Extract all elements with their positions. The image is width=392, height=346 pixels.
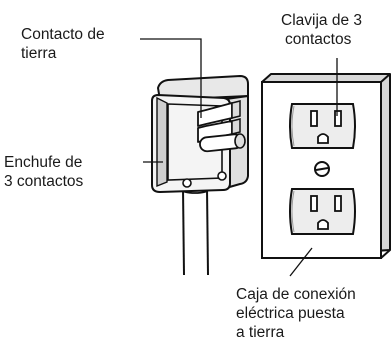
- slot-left: [310, 195, 318, 212]
- slot-left: [310, 110, 318, 127]
- label-contacto-line1: Contacto de: [21, 26, 105, 43]
- three-prong-plug: [151, 75, 249, 193]
- label-contacto-line2: tierra: [21, 45, 57, 62]
- slot-right: [334, 110, 342, 127]
- slot-right: [334, 195, 342, 212]
- ground-hole: [317, 133, 329, 144]
- plug-cord: [180, 184, 210, 276]
- leader-caja: [289, 247, 313, 277]
- leader-lines: [140, 38, 338, 277]
- label-enchufe-line2: 3 contactos: [4, 173, 84, 190]
- label-enchufe: Enchufe de 3 contactos: [4, 154, 87, 190]
- lower-receptacle: [289, 188, 356, 235]
- label-caja: Caja de conexión eléctrica puesta a tier…: [236, 286, 360, 341]
- screw-icon: [314, 161, 330, 177]
- label-clavija-line2: contactos: [285, 31, 352, 48]
- label-caja-line3: a tierra: [236, 324, 285, 341]
- label-clavija: Clavija de 3 contactos: [281, 12, 366, 48]
- label-caja-line2: eléctrica puesta: [236, 305, 345, 322]
- label-caja-line1: Caja de conexión: [236, 286, 356, 303]
- flat-prong: [197, 100, 241, 127]
- label-clavija-line1: Clavija de 3: [281, 12, 362, 29]
- label-contacto-de-tierra: Contacto de tierra: [21, 26, 109, 62]
- screw-icon: [182, 178, 192, 188]
- screw-icon: [217, 171, 227, 181]
- upper-receptacle: [289, 103, 356, 149]
- ground-hole: [317, 219, 329, 230]
- leader-contacto-de-tierra: [140, 38, 202, 118]
- ground-prong: [199, 133, 246, 153]
- label-enchufe-line1: Enchufe de: [4, 154, 82, 171]
